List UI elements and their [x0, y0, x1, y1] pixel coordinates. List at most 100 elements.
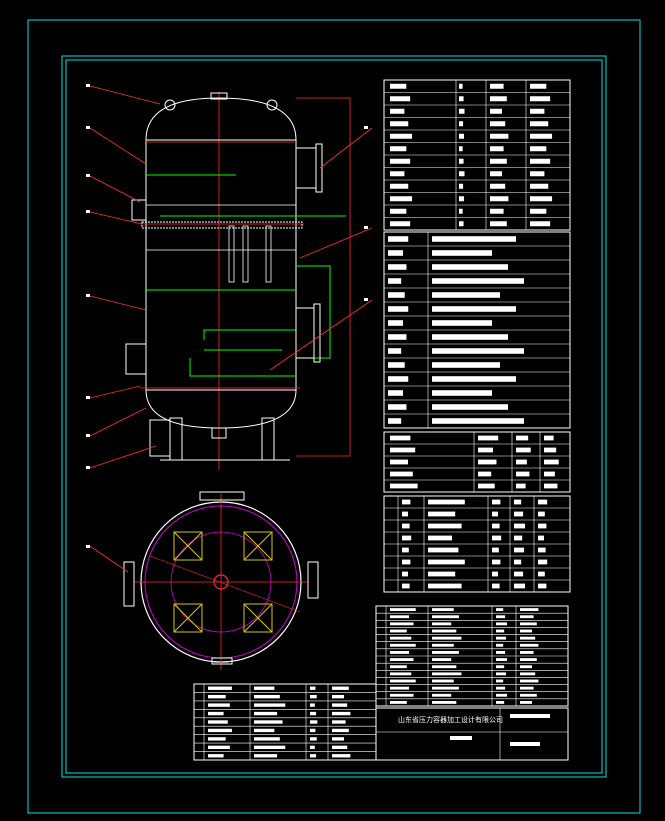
table-cell-text	[432, 665, 457, 669]
table-cell-text	[520, 686, 534, 690]
table-cell-text	[402, 571, 408, 577]
table-cell-text	[490, 221, 507, 227]
table-cell-text	[388, 390, 403, 396]
table-cell-text	[332, 728, 349, 733]
table-cell-text	[310, 694, 317, 699]
side-nozzles	[125, 143, 323, 375]
table-cell-text	[254, 745, 286, 750]
table-cell-text	[390, 108, 405, 114]
table-cell-text	[496, 622, 508, 626]
table-cell-text	[432, 636, 462, 640]
table-cell-text	[496, 672, 507, 676]
table-cell-text	[310, 720, 318, 724]
table-cell-text	[544, 447, 557, 453]
distributor-pipes	[146, 204, 296, 283]
table-cell-text	[490, 171, 502, 177]
callout-marks	[86, 84, 368, 548]
table-cell-text	[530, 96, 551, 102]
table-cell-text	[390, 686, 410, 690]
table-cell-text	[432, 278, 524, 284]
table-cell-text	[428, 523, 462, 529]
table-cell-text	[538, 583, 547, 589]
table-cell-text	[516, 483, 526, 489]
table-cell-text	[492, 511, 498, 517]
table-cell-text	[538, 571, 545, 577]
table-cell-text	[428, 559, 465, 565]
table-cell-text	[254, 737, 280, 741]
table-cell-text	[432, 679, 454, 683]
table-cell-text	[516, 447, 531, 453]
table-cell-text	[390, 133, 413, 139]
callout-leaders	[89, 85, 373, 469]
table-cell-text	[388, 320, 403, 326]
table-cell-text	[390, 121, 409, 127]
table-cell-text	[332, 694, 344, 699]
table-cell-text	[459, 171, 465, 177]
table-cell-text	[254, 711, 278, 716]
plan-nozzles	[123, 491, 319, 665]
table-cell-text	[390, 171, 405, 177]
table-cell-text	[530, 121, 549, 127]
table-cell-text	[496, 608, 504, 611]
table-cell-text	[390, 435, 411, 441]
table-cell-text	[390, 629, 407, 633]
table-cell-text	[390, 483, 418, 489]
table-cell-text	[516, 459, 527, 465]
internal-piping	[146, 174, 346, 377]
table-cell-text	[459, 121, 464, 127]
table-cell-text	[402, 583, 410, 589]
table-cell-text	[402, 535, 412, 541]
table-cell-text	[538, 523, 547, 529]
table-cell-text	[490, 96, 507, 102]
table-cell-text	[520, 636, 536, 640]
vessel-elevation-view	[86, 84, 373, 548]
table-cell-text	[492, 559, 501, 565]
table-cell-text	[432, 629, 457, 633]
table-cell-text	[478, 459, 497, 465]
table-cell-text	[390, 608, 416, 611]
table-cell-text	[490, 108, 502, 114]
table-cell-text	[390, 672, 412, 676]
table-cell-text	[390, 208, 407, 214]
table-cell-text	[332, 754, 351, 758]
table-cell-text	[492, 499, 501, 505]
table-cell-text	[390, 693, 414, 697]
table-cell-text	[432, 672, 462, 676]
table-cell-text	[530, 183, 549, 189]
table-cell-text	[432, 622, 452, 626]
table-cell-text	[254, 694, 280, 699]
table-cell-text	[478, 435, 499, 441]
table-cell-text	[432, 348, 524, 354]
table-cell-text	[520, 615, 534, 619]
table-cell-text	[520, 651, 534, 654]
vent-line	[296, 97, 351, 457]
table-cell-text	[530, 171, 545, 177]
table-cell-text	[402, 511, 408, 517]
table-cell-text	[390, 83, 407, 89]
table-cell-text	[388, 404, 407, 410]
table-cell-text	[520, 622, 537, 626]
table-cell-text	[208, 703, 230, 707]
table-cell-text	[390, 196, 413, 202]
table-cell-text	[388, 348, 402, 354]
table-cell-text	[459, 146, 463, 152]
table-cell-text	[538, 547, 546, 553]
table-cell-text	[310, 737, 317, 741]
table-cell-text	[432, 658, 452, 661]
table-cell-text	[428, 571, 456, 577]
table-cell-text	[332, 686, 349, 690]
table-cell-text	[432, 292, 500, 298]
table-cell-text	[310, 754, 317, 758]
table-cell-text	[208, 711, 224, 716]
table-cell-text	[432, 320, 492, 326]
table-cell-text	[388, 418, 402, 424]
table-cell-text	[520, 608, 539, 611]
table-cell-text	[514, 499, 522, 505]
table-cell-text	[544, 435, 554, 441]
vessel-legs	[149, 417, 290, 461]
table-cell-text	[432, 693, 452, 697]
table-cell-text	[530, 158, 551, 164]
vessel-shell	[145, 92, 297, 429]
table-cell-text	[538, 559, 548, 565]
